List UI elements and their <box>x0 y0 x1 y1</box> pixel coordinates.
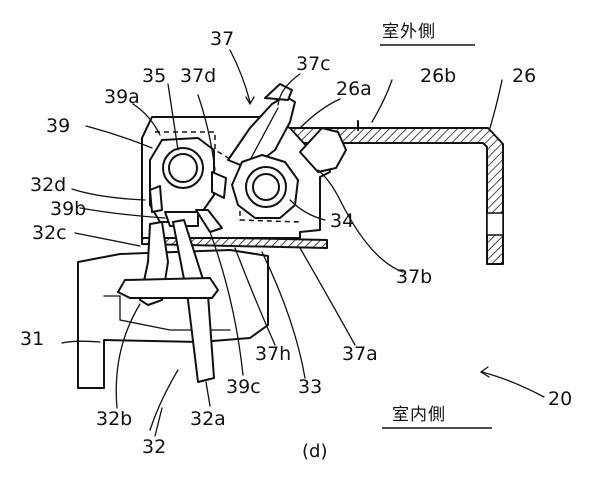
crossbar-32c <box>117 277 219 299</box>
pawl-37c-tip <box>264 83 293 101</box>
label-26a: 26a <box>336 78 372 100</box>
label-32a: 32a <box>190 408 226 430</box>
label-39: 39 <box>46 115 71 137</box>
label-37d: 37d <box>180 65 217 87</box>
label-39c: 39c <box>226 376 261 398</box>
notch-32d <box>149 185 163 213</box>
label-33: 33 <box>298 376 323 398</box>
label-31: 31 <box>20 328 45 350</box>
pivot-34-inner <box>252 173 280 201</box>
body-31-inner-step <box>103 295 231 331</box>
body-31 <box>77 249 269 389</box>
label-20: 20 <box>548 388 573 410</box>
outdoor-side-heading: 室外側 <box>382 22 436 42</box>
label-37a: 37a <box>342 343 378 365</box>
figure-caption: (d) <box>302 441 328 462</box>
arrow-20 <box>481 371 545 398</box>
label-26b: 26b <box>420 65 457 87</box>
label-26: 26 <box>512 65 537 87</box>
label-37: 37 <box>210 28 235 50</box>
label-37h: 37h <box>255 343 292 365</box>
handle-32a <box>172 219 215 383</box>
label-37b: 37b <box>396 266 433 288</box>
label-32c: 32c <box>32 222 67 244</box>
label-35: 35 <box>142 65 167 87</box>
label-37c: 37c <box>296 53 331 75</box>
link-39c <box>195 209 223 233</box>
label-32b: 32b <box>96 408 133 430</box>
pivot-35-inner <box>168 153 198 183</box>
label-39a: 39a <box>104 86 140 108</box>
leader-lines <box>61 49 545 437</box>
label-32: 32 <box>142 436 167 458</box>
label-34: 34 <box>330 210 355 232</box>
pawl-37c-edge <box>249 107 279 161</box>
label-39b: 39b <box>50 198 87 220</box>
arrow-37 <box>245 96 255 106</box>
tooth-37d <box>211 171 227 199</box>
hook-37b <box>299 127 347 173</box>
indoor-side-heading: 室内側 <box>392 405 446 425</box>
housing-inner-dashed <box>155 131 301 223</box>
striker-slot <box>486 212 504 236</box>
label-32d: 32d <box>30 174 67 196</box>
